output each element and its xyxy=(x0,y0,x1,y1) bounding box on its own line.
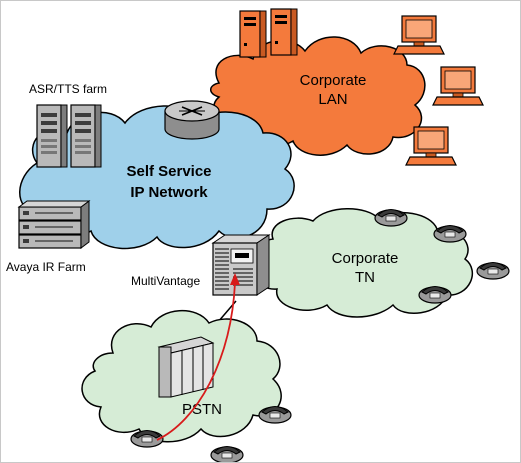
desktop-computer-icon xyxy=(393,15,445,55)
asr-tts-farm-label: ASR/TTS farm xyxy=(29,82,107,96)
server-icon xyxy=(70,104,102,168)
multivantage-label: MultiVantage xyxy=(131,274,200,288)
telephone-icon xyxy=(258,405,292,424)
corporate-tn-label-line2: TN xyxy=(355,269,375,286)
telephone-icon xyxy=(433,224,467,243)
desktop-computer-icon xyxy=(405,126,457,166)
desktop-computer-icon xyxy=(432,66,484,106)
telephone-icon xyxy=(476,261,510,280)
call-path-arrow xyxy=(156,273,240,441)
corporate-lan-label-line1: Corporate xyxy=(300,72,367,89)
server-icon xyxy=(157,336,215,398)
server-icon xyxy=(36,104,68,168)
server-icon xyxy=(17,200,91,249)
self-service-label-line2: IP Network xyxy=(130,184,208,201)
avaya-ir-farm-label: Avaya IR Farm xyxy=(6,260,86,274)
telephone-icon xyxy=(374,208,408,227)
self-service-label-line1: Self Service xyxy=(126,163,211,180)
pbx-icon xyxy=(211,234,271,296)
pstn-label: PSTN xyxy=(182,401,222,418)
telephone-icon xyxy=(210,445,244,462)
telephone-icon xyxy=(418,285,452,304)
corporate-tn-label-line1: Corporate xyxy=(332,250,399,267)
router-icon xyxy=(164,100,220,140)
corporate-lan-label-line2: LAN xyxy=(318,91,347,108)
